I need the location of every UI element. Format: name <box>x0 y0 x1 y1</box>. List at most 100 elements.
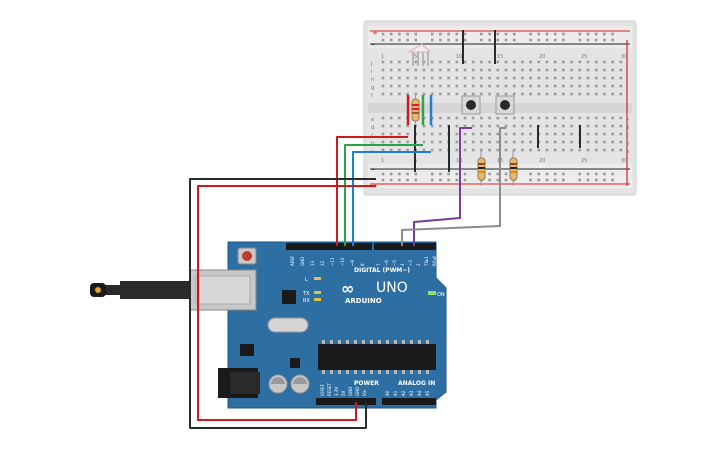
breadboard-hole <box>529 84 532 88</box>
breadboard-hole <box>553 116 557 120</box>
rail-hole <box>603 178 606 182</box>
breadboard-hole <box>521 60 524 64</box>
breadboard-hole <box>545 132 549 136</box>
breadboard-hole <box>439 76 442 80</box>
breadboard-hole <box>488 60 491 64</box>
pushbutton-2[interactable] <box>495 95 515 115</box>
breadboard-hole <box>463 132 467 136</box>
breadboard-hole <box>603 68 606 72</box>
rail-hole <box>406 32 409 36</box>
breadboard-hole <box>562 148 565 152</box>
rail-hole <box>611 172 614 176</box>
breadboard-hole <box>594 132 598 136</box>
arduino-brand: ARDUINO <box>345 297 382 305</box>
breadboard-hole <box>463 148 467 152</box>
breadboard-hole <box>389 132 393 136</box>
rail-hole <box>398 38 401 42</box>
wire-ground[interactable] <box>189 178 376 429</box>
pin-label: RX◂0 <box>432 255 437 266</box>
usb-cable[interactable] <box>90 281 190 299</box>
pulldown-resistor-1[interactable] <box>477 150 486 186</box>
breadboard-hole <box>512 124 516 128</box>
rail-hole <box>562 38 565 42</box>
rail-hole <box>553 38 557 42</box>
breadboard-hole <box>545 92 549 96</box>
on-led-label: ON <box>437 292 445 298</box>
breadboard-hole <box>603 60 606 64</box>
rail-hole <box>496 32 500 36</box>
breadboard-hole <box>537 84 541 88</box>
breadboard-hole <box>398 76 401 80</box>
breadboard-hole <box>553 68 557 72</box>
breadboard-hole <box>430 124 434 128</box>
breadboard-hole <box>447 60 450 64</box>
pin-label: 4 <box>400 263 405 266</box>
breadboard-hole <box>529 68 532 72</box>
pushbutton-1[interactable] <box>461 95 481 115</box>
breadboard-hole <box>578 76 582 80</box>
rail-hole <box>447 178 450 182</box>
pin-label: 5V <box>341 390 346 396</box>
pin-label: ~9 <box>350 260 355 266</box>
pin-label: AREF <box>290 255 295 266</box>
breadboard-hole <box>422 68 426 72</box>
breadboard-hole <box>529 60 532 64</box>
breadboard-hole <box>496 76 500 80</box>
breadboard-hole <box>553 132 557 136</box>
pin-label: A5 <box>425 390 430 396</box>
resistor-led[interactable] <box>411 95 420 125</box>
top-rail-jumpers <box>462 30 496 64</box>
breadboard-hole <box>611 84 614 88</box>
wire-blue-led[interactable] <box>352 151 431 246</box>
rail-hole <box>512 38 516 42</box>
breadboard-hole <box>381 92 385 96</box>
breadboard-hole <box>496 140 500 144</box>
rail-plus-label-top: + <box>372 29 378 37</box>
breadboard-hole <box>570 60 573 64</box>
breadboard-hole <box>570 148 573 152</box>
rail-hole <box>512 32 516 36</box>
breadboard-hole <box>422 76 426 80</box>
rgb-led[interactable] <box>407 43 432 66</box>
rail-hole <box>463 172 467 176</box>
breadboard-hole <box>398 124 401 128</box>
breadboard-hole <box>512 140 516 144</box>
breadboard-hole <box>455 140 459 144</box>
rail-hole <box>553 178 557 182</box>
pulldown-resistor-2[interactable] <box>509 150 518 186</box>
breadboard-hole <box>578 92 582 96</box>
rail-hole <box>578 38 582 42</box>
pin-label: Vin <box>362 389 367 396</box>
breadboard-hole <box>537 116 541 120</box>
breadboard-hole <box>430 60 434 64</box>
arduino-uno-board[interactable] <box>189 241 447 409</box>
pin-label: TX▸1 <box>424 256 429 267</box>
rail-hole <box>439 38 442 42</box>
wire-red-led[interactable] <box>336 136 408 246</box>
breadboard-hole <box>619 116 623 120</box>
breadboard-hole <box>488 84 491 88</box>
rail-hole <box>406 38 409 42</box>
breadboard-hole <box>586 84 590 88</box>
breadboard-hole <box>414 84 418 88</box>
rail-hole <box>611 32 614 36</box>
breadboard-hole <box>455 68 459 72</box>
wire-5v[interactable] <box>197 185 376 421</box>
breadboard-hole <box>480 76 483 80</box>
breadboard-hole <box>455 92 459 96</box>
breadboard-hole <box>504 124 508 128</box>
wire-button-2[interactable] <box>401 127 506 246</box>
breadboard-hole <box>521 76 524 80</box>
breadboard-hole <box>504 60 508 64</box>
breadboard-hole <box>594 124 598 128</box>
breadboard-hole <box>439 132 442 136</box>
breadboard-hole <box>455 124 459 128</box>
arduino-model: UNO <box>376 280 408 296</box>
breadboard-hole <box>480 68 483 72</box>
pin-label: A3 <box>409 390 414 396</box>
breadboard-hole <box>619 76 623 80</box>
wire-green-led[interactable] <box>344 144 423 246</box>
pin-label: RESET <box>327 383 332 396</box>
pin-label: 12 <box>320 260 325 266</box>
